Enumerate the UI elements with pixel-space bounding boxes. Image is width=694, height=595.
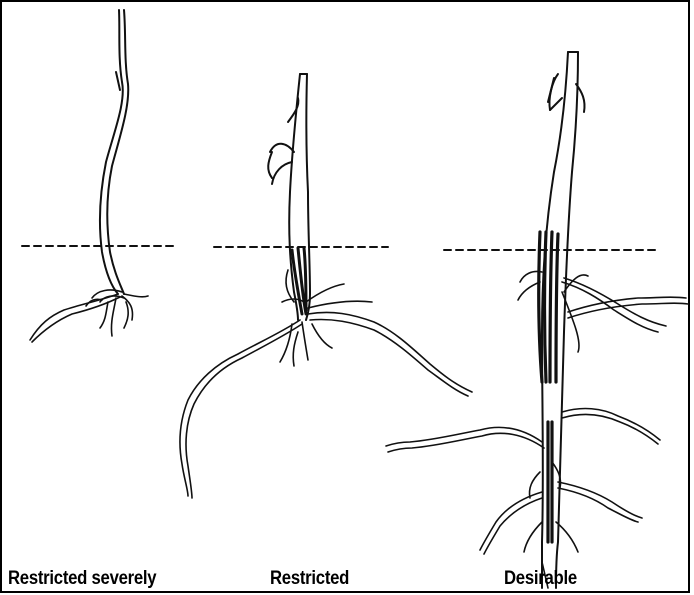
label-desirable: Desirable — [504, 568, 577, 590]
seedling-3-roots — [386, 271, 688, 588]
seedling-2-dark-collar — [292, 248, 306, 314]
seedling-2-roots — [180, 270, 472, 498]
label-restricted: Restricted — [270, 568, 349, 590]
label-restricted-severely: Restricted severely — [8, 568, 156, 590]
seedling-1-stem — [100, 10, 128, 294]
seedling-1-roots — [30, 290, 148, 342]
seedling-2-stem — [268, 74, 310, 320]
